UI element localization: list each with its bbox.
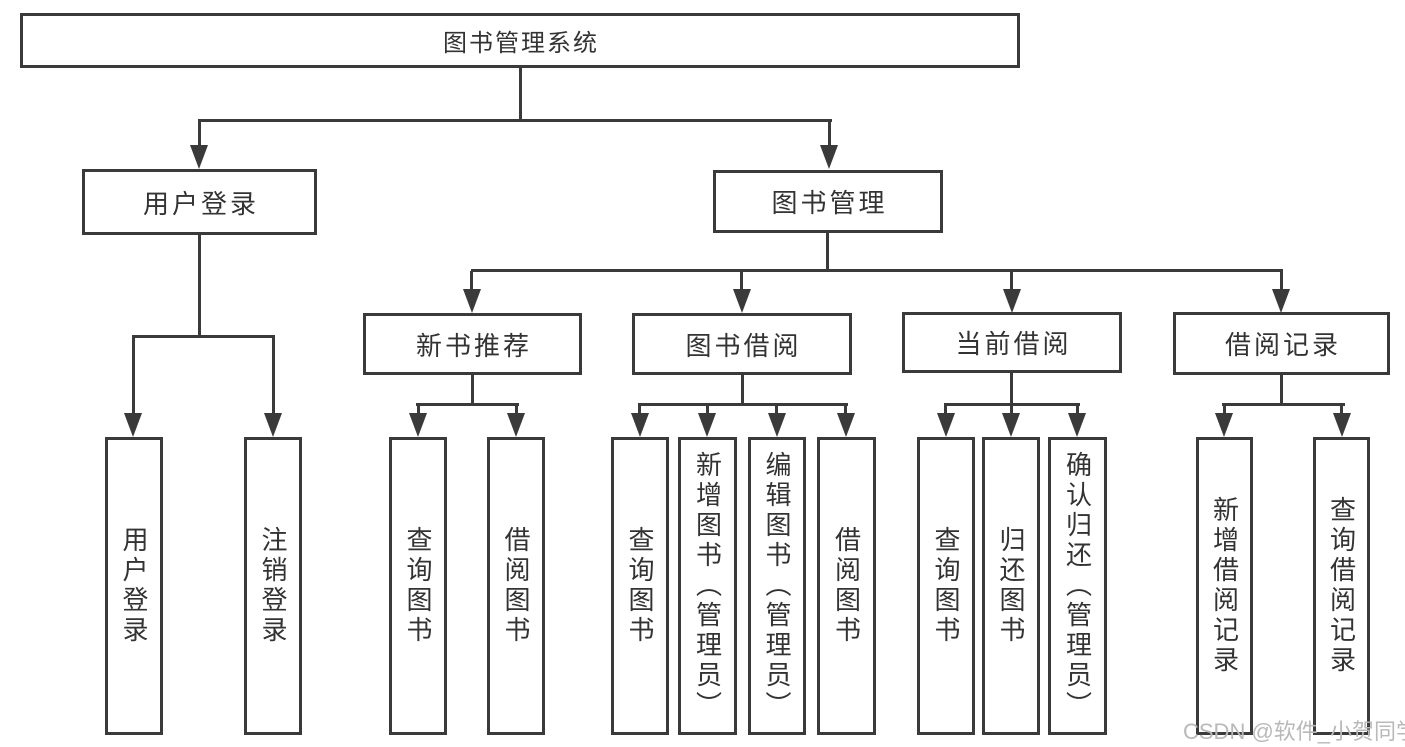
connector-line bbox=[1010, 373, 1013, 406]
leaf-logout-label: 注销登录 bbox=[258, 526, 288, 646]
arrowhead-down bbox=[937, 413, 955, 437]
connector-line bbox=[515, 405, 518, 415]
leaf-borrow-books-recommend: 借阅图书 bbox=[487, 437, 545, 735]
leaf-return-books: 归还图书 bbox=[982, 437, 1040, 735]
arrowhead-down bbox=[264, 413, 282, 437]
leaf-borrow-books: 借阅图书 bbox=[817, 437, 876, 735]
connector-line bbox=[1222, 403, 1345, 406]
leaf-borrow-books-recommend-label: 借阅图书 bbox=[501, 526, 531, 646]
node-user-login: 用户登录 bbox=[82, 169, 317, 235]
leaf-add-books-admin-label: 新增图书（管理员） bbox=[692, 451, 723, 721]
connector-line bbox=[470, 271, 473, 289]
arrowhead-down bbox=[507, 413, 525, 437]
leaf-user-login: 用户登录 bbox=[105, 437, 163, 735]
node-current-borrowing-label: 当前借阅 bbox=[955, 329, 1072, 359]
arrowhead-down bbox=[733, 289, 751, 313]
connector-line bbox=[1010, 271, 1013, 289]
connector-line bbox=[741, 375, 744, 406]
leaf-edit-books-admin: 编辑图书（管理员） bbox=[748, 437, 806, 735]
connector-line bbox=[638, 403, 848, 406]
arrowhead-down bbox=[409, 413, 427, 437]
node-root-label: 图书管理系统 bbox=[443, 30, 599, 57]
arrowhead-down bbox=[768, 413, 786, 437]
arrowhead-down bbox=[837, 413, 855, 437]
connector-line bbox=[132, 337, 135, 415]
node-book-borrowing-label: 图书借阅 bbox=[685, 330, 802, 361]
leaf-return-books-label: 归还图书 bbox=[996, 526, 1026, 646]
arrowhead-down bbox=[1272, 289, 1290, 313]
leaf-query-books-borrow: 查询图书 bbox=[611, 437, 669, 735]
arrowhead-down bbox=[1333, 413, 1351, 437]
arrowhead-down bbox=[820, 145, 838, 169]
connector-line bbox=[198, 121, 201, 149]
leaf-add-books-admin: 新增图书（管理员） bbox=[678, 437, 737, 735]
connector-line bbox=[471, 269, 1283, 272]
connector-line bbox=[740, 271, 743, 289]
node-new-book-recommendation-label: 新书推荐 bbox=[415, 330, 532, 361]
leaf-edit-books-admin-label: 编辑图书（管理员） bbox=[762, 451, 792, 721]
leaf-query-books-current: 查询图书 bbox=[917, 437, 975, 735]
arrowhead-down bbox=[190, 145, 208, 169]
node-current-borrowing: 当前借阅 bbox=[902, 312, 1122, 373]
connector-line bbox=[706, 405, 709, 415]
arrowhead-down bbox=[1068, 413, 1086, 437]
leaf-user-login-label: 用户登录 bbox=[119, 526, 149, 646]
connector-line bbox=[826, 233, 829, 272]
connector-line bbox=[638, 405, 641, 415]
connector-line bbox=[132, 335, 275, 338]
connector-line bbox=[1280, 271, 1283, 289]
connector-line bbox=[1010, 405, 1013, 415]
connector-line bbox=[1340, 405, 1343, 415]
arrowhead-down bbox=[1002, 413, 1020, 437]
connector-line bbox=[944, 403, 1080, 406]
node-book-management-label: 图书管理 bbox=[771, 188, 888, 218]
connector-line bbox=[1076, 405, 1079, 415]
connector-line bbox=[416, 403, 519, 406]
node-user-login-label: 用户登录 bbox=[142, 188, 259, 219]
connector-line bbox=[775, 405, 778, 415]
connector-line bbox=[1223, 405, 1226, 415]
watermark: CSDN @软件_小贺同学 bbox=[1183, 719, 1405, 744]
connector-line bbox=[417, 405, 420, 415]
leaf-query-books-recommend: 查询图书 bbox=[389, 437, 447, 735]
node-book-management: 图书管理 bbox=[713, 170, 943, 233]
arrowhead-down bbox=[1215, 413, 1233, 437]
connector-line bbox=[471, 375, 474, 406]
leaf-borrow-books-label: 借阅图书 bbox=[831, 526, 862, 646]
arrowhead-down bbox=[1003, 289, 1021, 313]
leaf-add-borrow-record-label: 新增借阅记录 bbox=[1209, 496, 1240, 676]
node-new-book-recommendation: 新书推荐 bbox=[363, 313, 582, 375]
connector-line bbox=[519, 66, 522, 121]
connector-line bbox=[272, 337, 275, 415]
arrowhead-down bbox=[631, 413, 649, 437]
connector-line bbox=[1280, 375, 1283, 406]
leaf-logout: 注销登录 bbox=[244, 437, 302, 735]
node-borrowing-records-label: 借阅记录 bbox=[1224, 330, 1341, 360]
leaf-query-books-borrow-label: 查询图书 bbox=[625, 526, 655, 646]
connector-line bbox=[828, 121, 831, 149]
leaf-query-books-recommend-label: 查询图书 bbox=[403, 526, 433, 646]
connector-line bbox=[198, 235, 201, 338]
connector-line bbox=[198, 119, 832, 122]
leaf-add-borrow-record: 新增借阅记录 bbox=[1196, 437, 1253, 735]
node-root: 图书管理系统 bbox=[20, 13, 1020, 68]
connector-line bbox=[844, 405, 847, 415]
leaf-confirm-return-admin: 确认归还（管理员） bbox=[1048, 437, 1107, 735]
node-borrowing-records: 借阅记录 bbox=[1173, 312, 1390, 375]
leaf-query-books-current-label: 查询图书 bbox=[931, 526, 961, 646]
leaf-query-borrow-record-label: 查询借阅记录 bbox=[1326, 496, 1357, 676]
arrowhead-down bbox=[463, 289, 481, 313]
connector-line bbox=[944, 405, 947, 415]
node-book-borrowing: 图书借阅 bbox=[632, 313, 852, 375]
leaf-confirm-return-admin-label: 确认归还（管理员） bbox=[1062, 451, 1093, 721]
leaf-query-borrow-record: 查询借阅记录 bbox=[1313, 437, 1370, 735]
arrowhead-down bbox=[698, 413, 716, 437]
arrowhead-down bbox=[124, 413, 142, 437]
